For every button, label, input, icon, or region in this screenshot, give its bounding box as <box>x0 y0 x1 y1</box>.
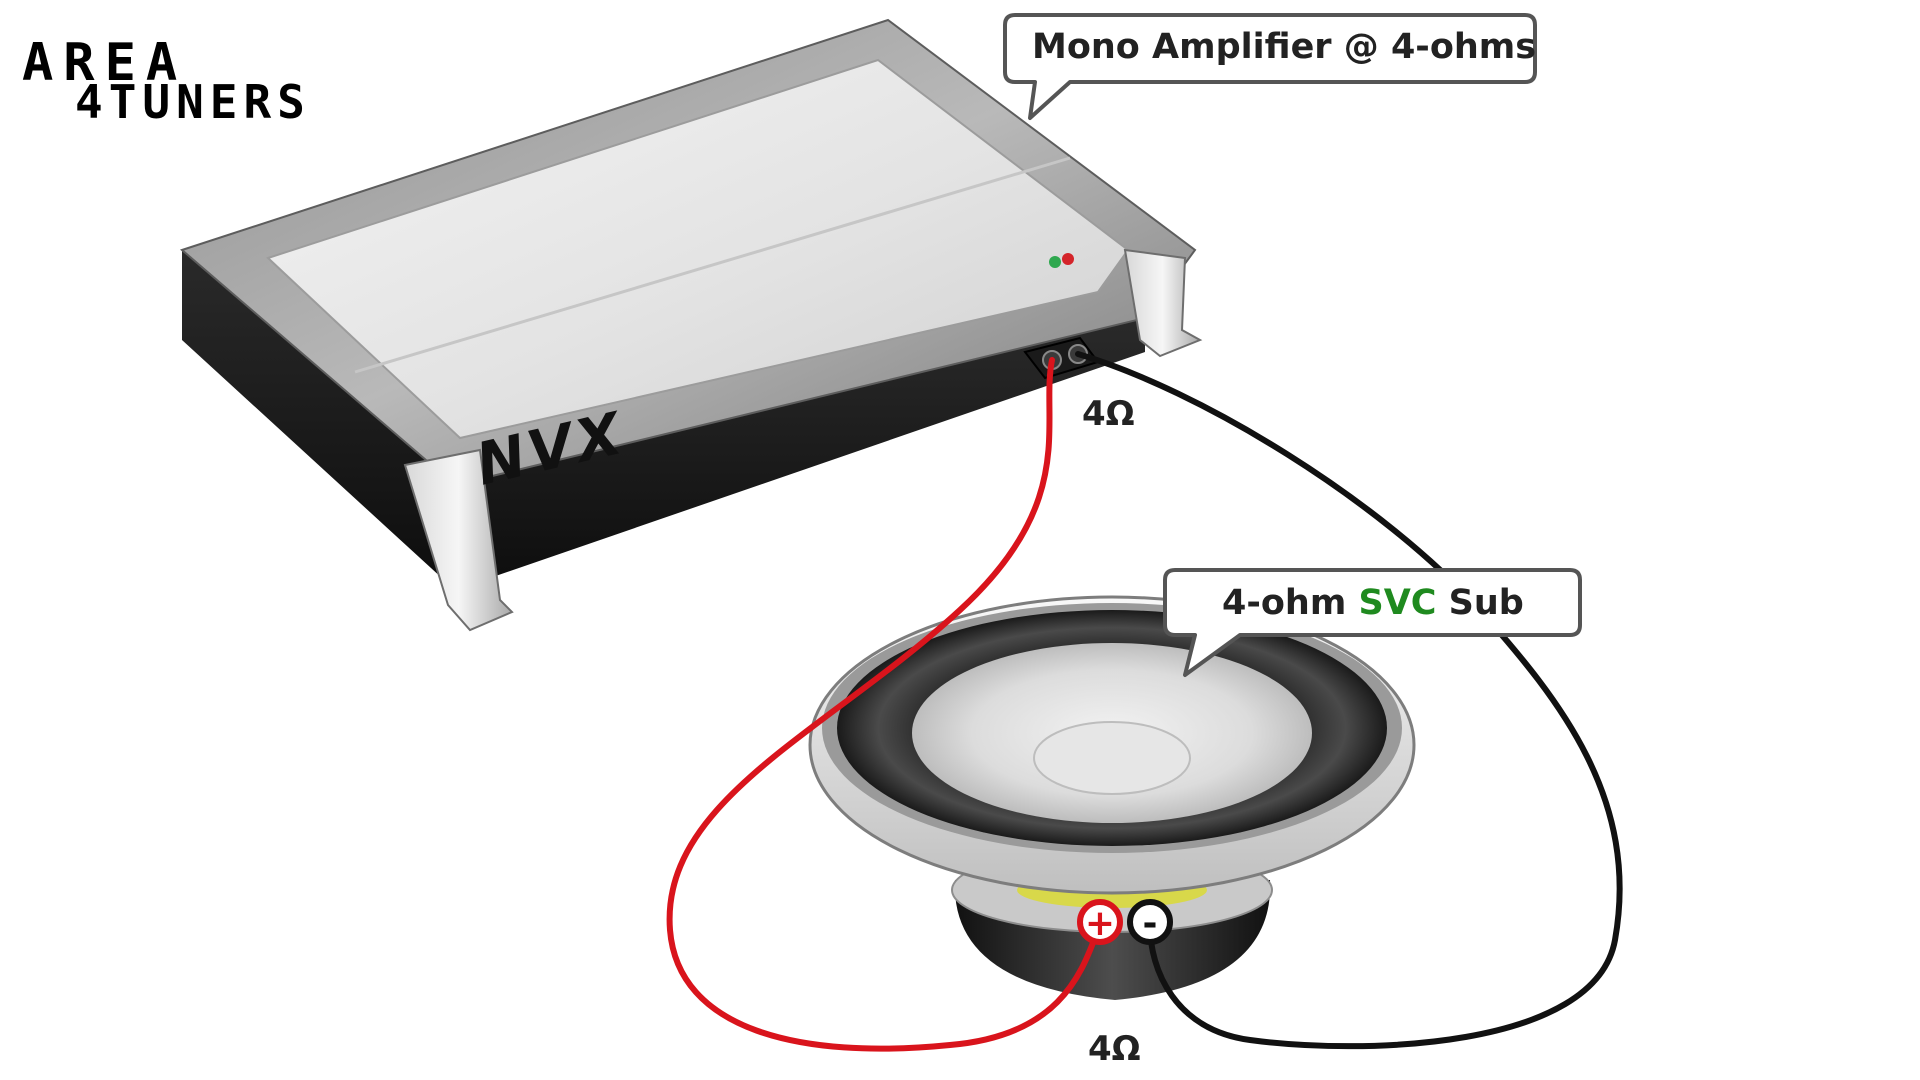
subwoofer-callout-prefix: 4-ohm <box>1222 583 1359 623</box>
amplifier-rail-right <box>1123 248 1203 358</box>
subwoofer-dust-cap <box>1033 721 1191 795</box>
mono-amplifier: NVX <box>180 18 1203 632</box>
amplifier-callout: Mono Amplifier @ 4-ohms <box>1003 13 1537 120</box>
svc-subwoofer <box>808 595 1416 1000</box>
logo-line-1: AREA <box>22 33 187 93</box>
area4tuners-logo: AREA 4TUNERS <box>22 33 311 129</box>
amplifier-speaker-terminal <box>1023 336 1100 380</box>
subwoofer-callout-svc: SVC <box>1359 583 1437 623</box>
positive-sign: + <box>1085 903 1115 944</box>
subwoofer-positive-terminal: + <box>1077 899 1123 945</box>
subwoofer-impedance-label: 4Ω <box>1088 1029 1141 1069</box>
negative-sign: - <box>1143 903 1158 944</box>
subwoofer-callout-suffix: Sub <box>1436 583 1523 623</box>
amplifier-panel-line <box>354 156 1071 374</box>
subwoofer-callout: 4-ohm SVC Sub <box>1163 568 1582 677</box>
logo-line-2: 4TUNERS <box>75 75 311 129</box>
power-led-green <box>1049 256 1061 268</box>
amplifier-front <box>455 318 1145 590</box>
subwoofer-callout-text: 4-ohm SVC Sub <box>1222 583 1524 623</box>
negative-wire <box>1075 351 1623 1050</box>
protect-led-red <box>1062 253 1074 265</box>
amplifier-rail-left <box>403 448 514 632</box>
subwoofer-negative-terminal: - <box>1127 899 1173 945</box>
amplifier-top-panel <box>266 58 1130 440</box>
amplifier-side <box>182 250 455 590</box>
amplifier-impedance-label: 4Ω <box>1082 394 1135 434</box>
positive-wire <box>666 357 1103 1052</box>
amplifier-callout-text: Mono Amplifier @ 4-ohms <box>1032 27 1536 67</box>
